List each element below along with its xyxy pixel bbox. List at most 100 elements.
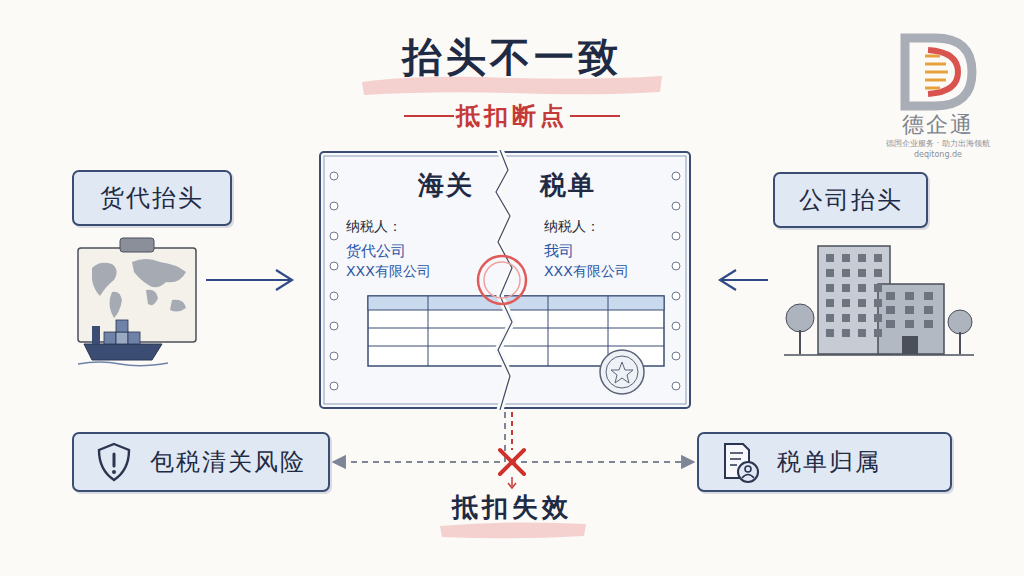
stamp bbox=[600, 350, 644, 394]
input-arrow bbox=[206, 270, 292, 290]
feed-hole bbox=[330, 382, 338, 390]
window bbox=[842, 314, 850, 322]
window bbox=[858, 329, 866, 337]
tax-form-paper bbox=[318, 150, 692, 410]
form-text: 我司 bbox=[544, 242, 574, 261]
stamp bbox=[606, 356, 638, 388]
window bbox=[858, 314, 866, 322]
diagram-title: 抬头不一致 bbox=[212, 30, 812, 85]
window bbox=[842, 299, 850, 307]
feed-hole bbox=[330, 352, 338, 360]
stamp-star bbox=[611, 362, 633, 383]
form-table bbox=[368, 296, 664, 366]
table-header bbox=[368, 296, 664, 310]
figure-stroke bbox=[745, 466, 751, 472]
feed-hole bbox=[330, 202, 338, 210]
window bbox=[924, 292, 933, 300]
window bbox=[858, 254, 866, 262]
table-rule bbox=[608, 296, 609, 366]
window bbox=[874, 254, 882, 262]
break-circle bbox=[484, 262, 520, 298]
figure-stroke bbox=[725, 444, 749, 478]
cargo-ship bbox=[78, 320, 168, 366]
shield-icon bbox=[92, 440, 136, 484]
window bbox=[826, 254, 834, 262]
window bbox=[874, 299, 882, 307]
table-rule bbox=[368, 346, 664, 347]
window bbox=[874, 284, 882, 292]
dashed-connector bbox=[505, 412, 694, 462]
label-brush bbox=[440, 522, 586, 538]
form-text: 海关 bbox=[418, 168, 474, 203]
figure-stroke bbox=[112, 470, 116, 474]
form-text: 纳税人： bbox=[346, 218, 402, 236]
window bbox=[826, 314, 834, 322]
break-line bbox=[511, 412, 513, 450]
window bbox=[826, 299, 834, 307]
logo-mark bbox=[905, 38, 972, 106]
feed-hole bbox=[330, 322, 338, 330]
form-text: XXX有限公司 bbox=[346, 263, 431, 281]
table-rule bbox=[428, 296, 429, 366]
form-text: XXX有限公司 bbox=[544, 263, 629, 281]
figure-stroke bbox=[742, 475, 754, 479]
window bbox=[874, 329, 882, 337]
box-label: 包税清关风险 bbox=[150, 446, 306, 478]
window bbox=[858, 269, 866, 277]
feed-hole bbox=[672, 322, 680, 330]
window bbox=[842, 284, 850, 292]
label-box: 包税清关风险 bbox=[72, 432, 330, 492]
company-building bbox=[784, 246, 974, 355]
logo-url: deqitong.de bbox=[914, 150, 962, 159]
window bbox=[874, 314, 882, 322]
window bbox=[905, 306, 914, 314]
logo-name: 德企通 bbox=[902, 110, 974, 140]
label-box: 货代抬头 bbox=[72, 170, 232, 226]
window bbox=[842, 269, 850, 277]
window bbox=[874, 269, 882, 277]
feed-hole bbox=[672, 292, 680, 300]
title-brush bbox=[362, 76, 662, 95]
window bbox=[886, 292, 895, 300]
dashed-connector bbox=[333, 412, 505, 462]
subtitle-rule bbox=[570, 115, 620, 117]
result-label: 抵扣失效 bbox=[452, 490, 572, 525]
break-circle bbox=[478, 256, 526, 304]
tax-form: 海关税单纳税人：货代公司XXX有限公司纳税人：我司XXX有限公司 bbox=[318, 150, 692, 410]
window bbox=[858, 284, 866, 292]
figure-stroke bbox=[730, 453, 743, 465]
logo-tagline: 德国企业服务 · 助力出海领航 bbox=[886, 138, 990, 149]
window bbox=[886, 320, 895, 328]
fail-cross bbox=[500, 450, 524, 474]
window bbox=[842, 329, 850, 337]
window bbox=[924, 306, 933, 314]
subtitle: 抵扣断点 bbox=[456, 100, 568, 132]
paper-inner bbox=[324, 156, 686, 404]
tear-gap bbox=[496, 150, 512, 410]
box-label: 税单归属 bbox=[777, 446, 881, 478]
window bbox=[886, 306, 895, 314]
feed-hole bbox=[672, 262, 680, 270]
figure-stroke bbox=[113, 454, 116, 466]
down-arrow bbox=[508, 477, 516, 488]
subtitle-rule bbox=[404, 115, 454, 117]
figure-stroke bbox=[738, 462, 758, 482]
input-arrow bbox=[720, 270, 768, 290]
window bbox=[924, 320, 933, 328]
box-label: 公司抬头 bbox=[799, 184, 903, 216]
feed-hole bbox=[672, 232, 680, 240]
feed-hole bbox=[330, 292, 338, 300]
paper-outline bbox=[320, 152, 690, 408]
window bbox=[826, 269, 834, 277]
window bbox=[905, 320, 914, 328]
user-icon bbox=[717, 440, 761, 484]
feed-hole bbox=[672, 202, 680, 210]
box-label: 货代抬头 bbox=[100, 182, 204, 214]
feed-hole bbox=[330, 172, 338, 180]
form-text: 货代公司 bbox=[346, 242, 406, 261]
table-rule bbox=[548, 296, 549, 366]
